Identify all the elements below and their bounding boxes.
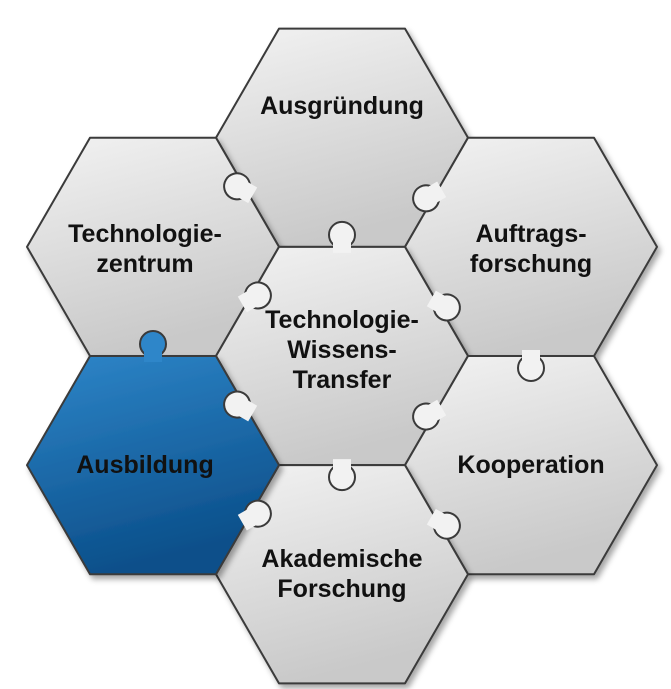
puzzle-tab-connector (237, 281, 272, 313)
puzzle-pieces (26, 27, 658, 685)
label-auftragsforschung-line-1: Auftrags- (475, 220, 586, 248)
label-akademische-forschung-line-2: Forschung (277, 575, 406, 603)
puzzle-tab-connector (426, 290, 461, 322)
puzzle-tab-connector (426, 508, 461, 540)
label-kooperation-line-1: Kooperation (457, 451, 604, 479)
puzzle-tab-connector (237, 499, 272, 531)
puzzle-tab-connector (328, 459, 356, 492)
puzzle-tab-connector (223, 172, 258, 204)
puzzle-tab-connector (412, 181, 447, 213)
label-technologiezentrum-line-2: zentrum (96, 250, 193, 278)
puzzle-tab-connector (412, 399, 447, 431)
label-center-line-1: Technologie- (265, 306, 419, 334)
label-center-line-3: Transfer (293, 366, 392, 394)
puzzle-tab-connector (223, 390, 258, 422)
label-auftragsforschung-line-2: forschung (470, 250, 592, 278)
label-akademische-forschung-line-1: Akademische (261, 545, 422, 573)
label-technologiezentrum-line-1: Technologie- (68, 220, 222, 248)
puzzle-tab-connector (517, 350, 545, 382)
label-ausgruendung-line-1: Ausgründung (260, 92, 424, 120)
label-ausbildung-line-1: Ausbildung (76, 451, 213, 479)
puzzle-piece-ausbildung (26, 355, 280, 576)
puzzle-tab-connector (139, 330, 167, 362)
label-center-line-2: Wissens- (287, 336, 397, 364)
puzzle-tab-connector (328, 220, 356, 253)
